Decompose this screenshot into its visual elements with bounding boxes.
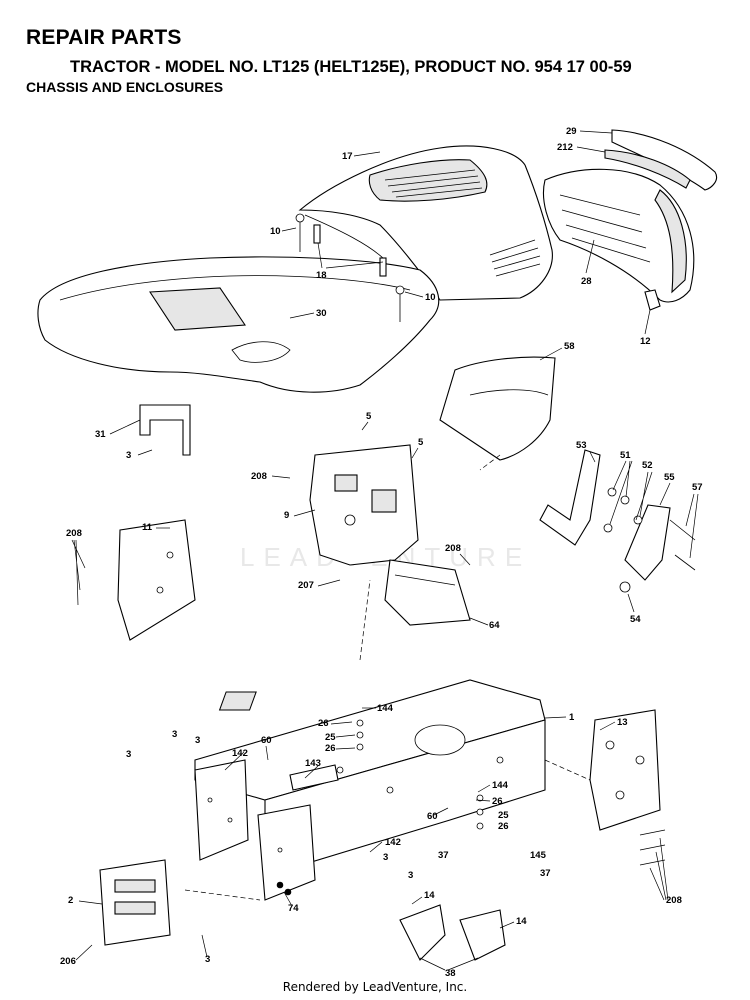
plate-part-13 <box>589 709 661 831</box>
section-title: CHASSIS AND ENCLOSURES <box>26 79 224 95</box>
model-subtitle: TRACTOR - MODEL NO. LT125 (HELT125E), PR… <box>70 58 632 76</box>
callout-30: 30 <box>316 308 327 319</box>
callout-9: 9 <box>284 510 289 521</box>
callout-58: 58 <box>564 341 575 352</box>
callout-31: 31 <box>95 429 106 440</box>
callout-3: 3 <box>205 954 210 965</box>
fasteners-74 <box>276 881 292 896</box>
fender-part-30 <box>37 256 440 393</box>
callout-3: 3 <box>126 749 131 760</box>
callout-3: 3 <box>126 450 131 461</box>
panel-part-11 <box>117 519 196 641</box>
assembly-line <box>479 454 501 471</box>
callout-57: 57 <box>692 482 703 493</box>
callout-145: 145 <box>530 850 547 861</box>
callout-51: 51 <box>620 450 631 461</box>
callout-25: 25 <box>325 732 336 743</box>
callout-29: 29 <box>566 126 577 137</box>
bracket-part-31 <box>139 404 191 456</box>
footer-credit: Rendered by LeadVenture, Inc. <box>282 980 468 994</box>
callout-38: 38 <box>445 968 456 979</box>
callout-142: 142 <box>385 837 401 848</box>
callout-142: 142 <box>232 748 248 759</box>
callout-208: 208 <box>666 895 682 906</box>
callout-208: 208 <box>66 528 82 539</box>
side-plate-part-142-right <box>257 804 316 901</box>
callout-144: 144 <box>492 780 509 791</box>
callout-37: 37 <box>540 868 551 879</box>
leader-lines <box>71 130 699 971</box>
callout-52: 52 <box>642 460 653 471</box>
callout-54: 54 <box>630 614 641 625</box>
callout-74: 74 <box>288 903 299 914</box>
dash-panel-part-9 <box>309 444 419 566</box>
bracket-part-55 <box>624 504 671 581</box>
bracket-part-53 <box>539 449 601 546</box>
callout-25: 25 <box>498 810 509 821</box>
grille-strip-part-212 <box>604 149 691 189</box>
callout-55: 55 <box>664 472 675 483</box>
callout-13: 13 <box>617 717 628 728</box>
callout-143: 143 <box>305 758 321 769</box>
callout-14: 14 <box>516 916 527 927</box>
callout-206: 206 <box>60 956 76 967</box>
callout-26: 26 <box>325 743 336 754</box>
callout-53: 53 <box>576 440 587 451</box>
assembly-line <box>359 579 371 661</box>
washers-25-26 <box>356 719 484 830</box>
callout-3: 3 <box>408 870 413 881</box>
callout-212: 212 <box>557 142 573 153</box>
callouts: 17 29 212 10 18 28 10 30 12 58 5 5 31 3 … <box>60 126 703 979</box>
grille-part-28 <box>542 168 695 303</box>
callout-28: 28 <box>581 276 592 287</box>
side-plate-part-142-left <box>194 759 249 861</box>
callout-26: 26 <box>318 718 329 729</box>
hood-part-17 <box>298 145 553 301</box>
assembly-line <box>184 889 261 901</box>
callout-10: 10 <box>270 226 281 237</box>
bolt-part-10-upper <box>295 213 305 252</box>
knob-part-54 <box>619 581 631 593</box>
main-frame-part-1 <box>194 679 546 871</box>
latch-part-12 <box>644 289 661 311</box>
pin-part-18 <box>313 224 387 277</box>
callout-12: 12 <box>640 336 651 347</box>
callout-3: 3 <box>195 735 200 746</box>
callout-10: 10 <box>425 292 436 303</box>
heat-shield-part-58 <box>439 356 556 461</box>
callout-60: 60 <box>261 735 272 746</box>
callout-3: 3 <box>383 852 388 863</box>
callout-5: 5 <box>366 411 372 422</box>
callout-37: 37 <box>438 850 449 861</box>
front-bracket-part-2 <box>99 859 171 946</box>
screw-part-57 <box>669 519 696 571</box>
callout-5: 5 <box>418 437 424 448</box>
callout-207: 207 <box>298 580 314 591</box>
callout-208: 208 <box>445 543 461 554</box>
callout-60: 60 <box>427 811 438 822</box>
hardware-51-52 <box>603 487 643 533</box>
callout-2: 2 <box>68 895 73 906</box>
bracket-part-38 <box>399 904 506 961</box>
callout-26: 26 <box>492 796 503 807</box>
callout-1: 1 <box>569 712 575 723</box>
callout-26: 26 <box>498 821 509 832</box>
callout-3: 3 <box>172 729 177 740</box>
bolt-part-10-lower <box>395 285 405 322</box>
callout-144: 144 <box>377 703 394 714</box>
page-title: REPAIR PARTS <box>26 26 182 49</box>
bracket-part-143 <box>289 764 339 791</box>
callout-17: 17 <box>342 151 353 162</box>
battery-tray-part-64 <box>384 559 471 626</box>
callout-208: 208 <box>251 471 267 482</box>
assembly-line <box>544 759 591 781</box>
callout-11: 11 <box>142 522 153 533</box>
callout-14: 14 <box>424 890 435 901</box>
callout-18: 18 <box>316 270 327 281</box>
callout-64: 64 <box>489 620 500 631</box>
